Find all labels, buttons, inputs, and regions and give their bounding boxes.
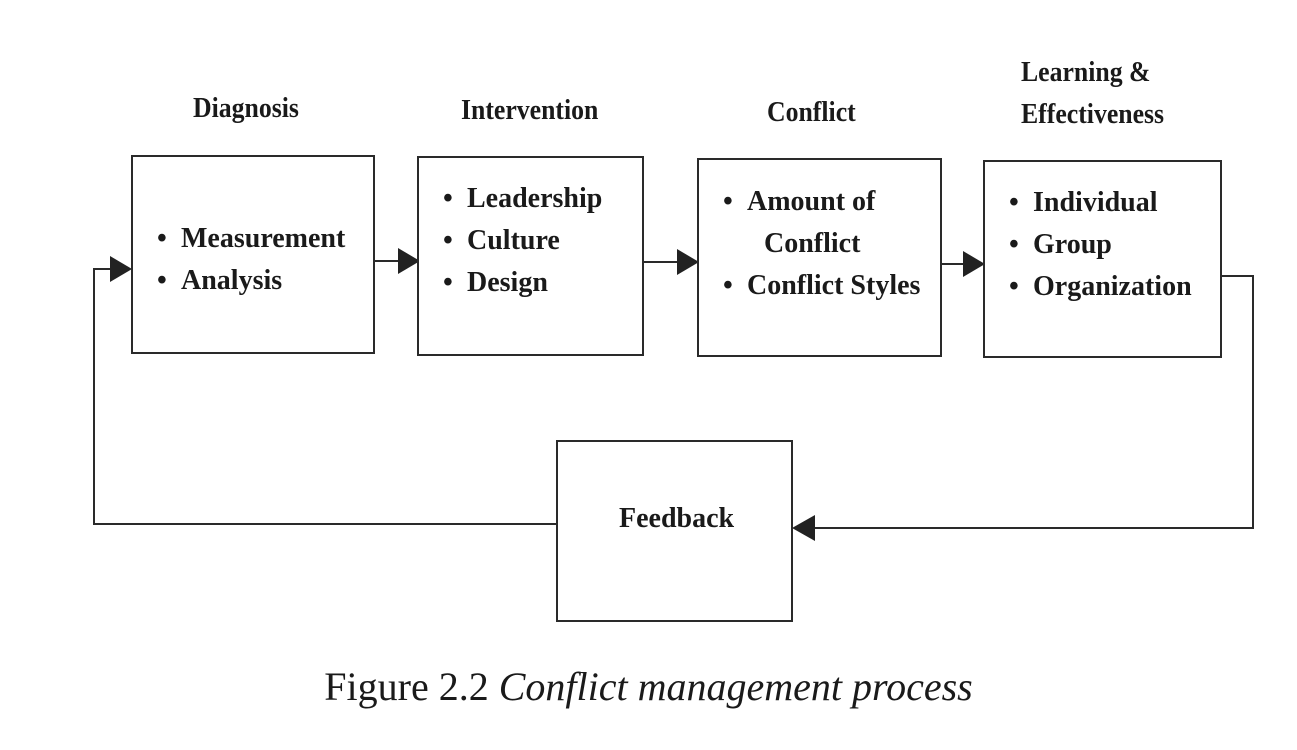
list-item: Conflict Styles [721, 265, 920, 307]
list-item-line: Conflict [764, 228, 861, 259]
caption-title: Conflict management process [498, 664, 973, 709]
arrowhead-icon [963, 251, 985, 277]
feedback-box: Feedback [556, 440, 793, 622]
arrowhead-icon [677, 249, 699, 275]
arrow-learning-to-feedback [796, 275, 1254, 529]
list-item-line: Amount of [747, 186, 876, 217]
stage-box-intervention: Leadership Culture Design [417, 156, 644, 356]
arrowhead-icon [110, 256, 132, 282]
list-item: Measurement [155, 218, 345, 260]
stage-title-conflict: Conflict [767, 97, 856, 128]
list-item: Culture [441, 220, 602, 262]
item-list: Leadership Culture Design [441, 178, 602, 304]
item-list: Measurement Analysis [155, 218, 345, 302]
item-list: Amount of Conflict Conflict Styles [721, 181, 920, 307]
stage-title-learning: Learning & [1021, 57, 1151, 88]
arrowhead-icon [792, 515, 815, 541]
list-item: Analysis [155, 260, 345, 302]
feedback-label: Feedback [619, 503, 735, 534]
list-item: Leadership [441, 178, 602, 220]
stage-box-conflict: Amount of Conflict Conflict Styles [697, 158, 942, 357]
stage-title-intervention: Intervention [461, 95, 599, 126]
list-item: Group [1007, 224, 1192, 266]
stage-title-diagnosis: Diagnosis [193, 93, 299, 124]
item-list: Individual Group Organization [1007, 182, 1192, 308]
list-item: Individual [1007, 182, 1192, 224]
arrowhead-icon [398, 248, 420, 274]
figure-caption: Figure 2.2 Conflict management process [0, 662, 1297, 712]
list-item: Amount of Conflict [721, 181, 920, 265]
list-item: Design [441, 262, 602, 304]
stage-box-learning: Individual Group Organization [983, 160, 1222, 358]
stage-title-effectiveness: Effectiveness [1021, 99, 1165, 130]
caption-prefix: Figure 2.2 [324, 664, 489, 709]
list-item: Organization [1007, 266, 1192, 308]
stage-box-diagnosis: Measurement Analysis [131, 155, 375, 354]
